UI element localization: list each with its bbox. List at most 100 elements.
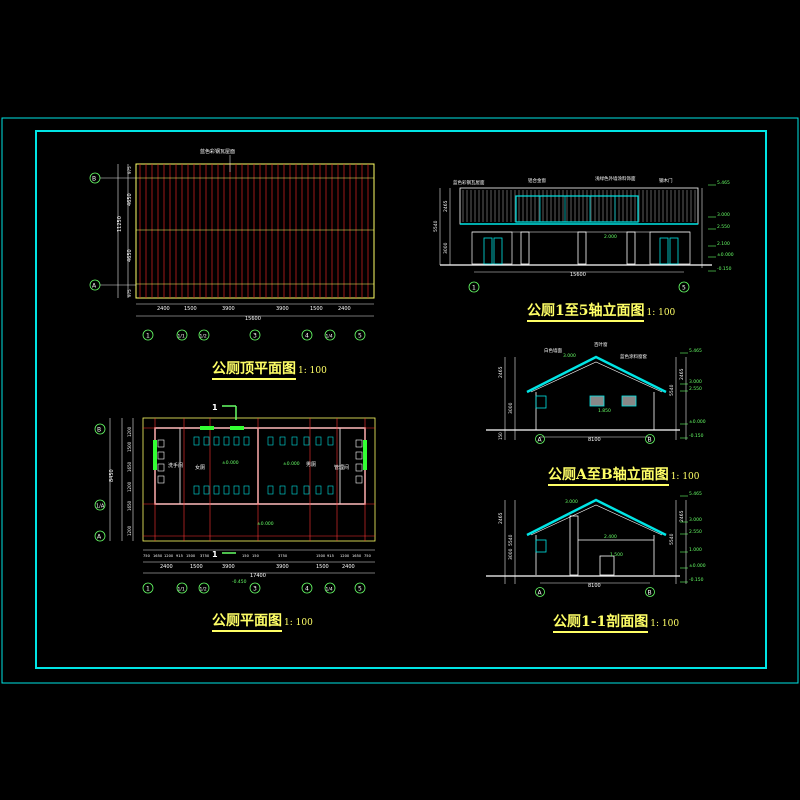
side-elev-right-4: -0.150 xyxy=(689,433,704,439)
floor-axis-3: 1/2 xyxy=(200,586,207,592)
side-dim-right-0: 2465 xyxy=(679,368,685,380)
roof-dim-left-total: 11250 xyxy=(117,216,123,232)
roof-axis-5: 4 xyxy=(305,332,309,339)
floor-dim-detail-8: 3750 xyxy=(278,554,288,558)
section-dim-total: 8100 xyxy=(588,583,601,589)
section-dim-right-5: 5540 xyxy=(669,533,675,545)
floor-dim-detail-3: 915 xyxy=(176,554,183,558)
floor-dim-left-1: 1500 xyxy=(127,441,132,452)
side-elev-right-1: 3.000 xyxy=(689,379,702,385)
roof-sheet-stripes xyxy=(139,164,369,298)
front-elev-right-0: 5.465 xyxy=(717,180,730,186)
section-mark-top: 1 xyxy=(212,403,218,412)
side-dim-right-2: 5540 xyxy=(669,384,675,396)
floor-dim-bottom-5: 2400 xyxy=(342,564,355,570)
roof-dim-bottom-5: 2400 xyxy=(338,306,351,312)
section-mark-bottom: 1 xyxy=(212,550,218,559)
front-note-1: 蓝色彩钢瓦屋面 xyxy=(453,179,485,186)
roof-dim-total: 15600 xyxy=(245,316,261,322)
floor-dim-detail-0: 750 xyxy=(143,554,151,558)
side-elev-right-3: ±0.000 xyxy=(689,419,706,425)
section-elev-right-2: 2.550 xyxy=(689,529,702,535)
floor-dim-detail-6: 150 xyxy=(242,554,250,558)
front-elev-right-3: 2.100 xyxy=(717,241,730,247)
roof-dim-bottom-3: 3900 xyxy=(276,306,289,312)
front-axis-5: 5 xyxy=(682,285,686,292)
roof-dim-left-2: 4650 xyxy=(127,249,133,262)
roof-dim-bottom-1: 1500 xyxy=(184,306,197,312)
side-dim-total: 8100 xyxy=(588,437,601,443)
front-axis-1: 1 xyxy=(472,285,476,292)
floor-axis-1: 1 xyxy=(146,585,150,592)
floor-dim-left-3: 1200 xyxy=(127,481,132,492)
roof-dim-bottom-4: 1500 xyxy=(310,306,323,312)
floor-dim-bottom-4: 1500 xyxy=(316,564,329,570)
floor-dim-detail-1: 1650 xyxy=(153,554,163,558)
floor-dim-total: 17400 xyxy=(250,573,266,579)
front-dim-left-1: 3000 xyxy=(443,242,449,254)
roof-dim-left-0: 975 xyxy=(127,166,132,174)
front-elev-right-1: 3.000 xyxy=(717,212,730,218)
floor-axis-5: 4 xyxy=(305,585,309,592)
side-elev-mid-1: 3.000 xyxy=(563,353,576,359)
front-note-2: 铝合金窗 xyxy=(528,177,546,184)
floor-dim-detail-5: 3750 xyxy=(200,554,210,558)
front-elevation-scale: 1: 100 xyxy=(646,308,676,318)
room-women: 女厕 xyxy=(195,464,205,471)
floor-plan-scale: 1: 100 xyxy=(284,618,313,628)
roof-dim-bottom-2: 3900 xyxy=(222,306,235,312)
floor-dim-detail-7: 150 xyxy=(252,554,260,558)
front-elev-right-2: 2.550 xyxy=(717,224,730,230)
roof-dim-left-3: 975 xyxy=(127,289,132,297)
side-elev-mid-2: 1.850 xyxy=(598,408,611,414)
section-elev-mid-2: 2.400 xyxy=(604,534,617,540)
floor-dim-detail-4: 1500 xyxy=(186,554,196,558)
section-elev-right-5: -0.150 xyxy=(689,577,704,583)
floor-axis-6: 1/4 xyxy=(326,586,333,592)
roof-axis-7: 5 xyxy=(358,332,362,339)
section-dim-right-0: 2465 xyxy=(679,510,685,522)
section-axis-a: A xyxy=(538,590,543,597)
roof-dim-left-1: 4650 xyxy=(127,193,133,206)
floor-axis-7: 5 xyxy=(358,585,362,592)
floor-dim-left-4: 1650 xyxy=(127,500,132,511)
section-dim-left-3: 5540 xyxy=(508,534,514,546)
roof-plan-scale: 1: 100 xyxy=(298,366,327,376)
side-elev-right-2: 2.550 xyxy=(689,386,702,392)
section-elev-right-0: 5.465 xyxy=(689,491,702,497)
section-elev-right-1: 3.000 xyxy=(689,517,702,523)
floor-dim-detail-13: 750 xyxy=(364,554,372,558)
section-elev-mid-1: 3.000 xyxy=(565,499,578,505)
roof-note: 蓝色彩钢瓦屋面 xyxy=(200,148,235,155)
section-dim-left-0: 2465 xyxy=(498,512,504,524)
roof-axis-a: A xyxy=(92,283,97,290)
side-elev-right-0: 5.465 xyxy=(689,348,702,354)
floor-axis-a: A xyxy=(97,534,102,541)
front-elev-right-4: ±0.000 xyxy=(717,252,734,258)
roof-axis-2: 1/1 xyxy=(178,333,185,339)
floor-axis-1a: 1/A xyxy=(96,504,105,510)
floor-elev-2: ±0.000 xyxy=(283,461,300,467)
roof-outline xyxy=(135,163,375,299)
floor-dim-bottom-2: 3900 xyxy=(222,564,235,570)
roof-axis-1: 1 xyxy=(146,332,150,339)
section-title-text: 公厕1-1剖面图 xyxy=(553,614,649,633)
front-note-3: 浅绿色外墙涂料饰面 xyxy=(595,175,636,182)
side-dim-left-2: 150 xyxy=(498,432,503,440)
floor-dim-bottom-0: 2400 xyxy=(160,564,173,570)
roof-dim-bottom-0: 2400 xyxy=(157,306,170,312)
room-men: 洗手间 xyxy=(168,462,183,469)
floor-axis-4: 3 xyxy=(253,585,257,592)
room-wash: 管理间 xyxy=(334,464,349,471)
room-manage: 男厕 xyxy=(306,462,316,468)
side-dim-left-0: 2465 xyxy=(498,366,504,378)
side-elevation-title-text: 公厕A至B轴立面图 xyxy=(548,467,669,486)
floor-elev-1: ±0.000 xyxy=(222,460,239,466)
front-elevation: 蓝色彩钢瓦屋面 铝合金窗 浅绿色外墙涂料饰面 钢木门 2.000 5.4653.… xyxy=(433,175,734,293)
section-scale: 1: 100 xyxy=(650,619,680,629)
front-elevation-title-text: 公厕1至5轴立面图 xyxy=(527,303,645,322)
roof-axis-b: B xyxy=(92,176,96,183)
side-axis-b: B xyxy=(648,437,652,444)
